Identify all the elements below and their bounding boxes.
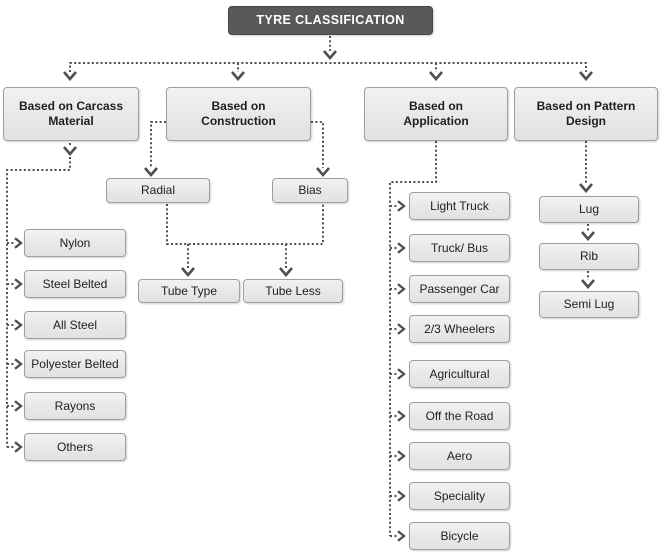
node-tube-type: Tube Type [138, 279, 240, 303]
node-bicycle: Bicycle [409, 522, 510, 550]
arrow-right-icon [397, 200, 406, 212]
dotted-connector-line [150, 121, 166, 168]
node-based-on-application: Based on Application [364, 87, 508, 141]
node-bias: Bias [272, 178, 348, 203]
node-truck-bus: Truck/ Bus [409, 234, 510, 262]
arrow-down-icon [581, 231, 595, 241]
node-based-on-pattern-design: Based on Pattern Design [514, 87, 658, 141]
node-radial: Radial [106, 178, 210, 203]
node-nylon: Nylon [24, 229, 126, 257]
arrow-down-icon [63, 146, 77, 156]
node-polyester-belted: Polyester Belted [24, 350, 126, 378]
dotted-connector-line [311, 121, 324, 168]
arrow-right-icon [14, 441, 23, 453]
node-lug: Lug [539, 196, 639, 223]
arrow-right-icon [397, 283, 406, 295]
dotted-connector-line [389, 141, 437, 536]
arrow-down-icon [63, 71, 77, 81]
node-passenger-car: Passenger Car [409, 275, 510, 303]
node-agricultural: Agricultural [409, 360, 510, 388]
arrow-down-icon [581, 279, 595, 289]
arrow-down-icon [144, 167, 158, 177]
node-all-steel: All Steel [24, 311, 126, 339]
arrow-right-icon [397, 450, 406, 462]
node-rayons: Rayons [24, 392, 126, 420]
node-tube-less: Tube Less [243, 279, 343, 303]
dotted-connector-line [166, 204, 324, 245]
node-tyre-classification: TYRE CLASSIFICATION [228, 6, 433, 35]
arrow-down-icon [323, 50, 337, 60]
arrow-right-icon [397, 368, 406, 380]
arrow-right-icon [397, 242, 406, 254]
arrow-right-icon [14, 237, 23, 249]
arrow-down-icon [279, 267, 293, 277]
arrow-right-icon [14, 400, 23, 412]
arrow-down-icon [316, 167, 330, 177]
node-rib: Rib [539, 243, 639, 270]
arrow-down-icon [429, 71, 443, 81]
arrow-down-icon [181, 267, 195, 277]
node-based-on-construction: Based on Construction [166, 87, 311, 141]
arrow-down-icon [231, 71, 245, 81]
arrow-right-icon [397, 490, 406, 502]
arrow-down-icon [579, 71, 593, 81]
node-off-the-road: Off the Road [409, 402, 510, 430]
node-light-truck: Light Truck [409, 192, 510, 220]
arrow-right-icon [397, 323, 406, 335]
node-semi-lug: Semi Lug [539, 291, 639, 318]
node-steel-belted: Steel Belted [24, 270, 126, 298]
node-based-on-carcass-material: Based on Carcass Material [3, 87, 139, 141]
arrow-right-icon [397, 530, 406, 542]
arrow-down-icon [579, 183, 593, 193]
arrow-right-icon [397, 410, 406, 422]
arrow-right-icon [14, 358, 23, 370]
node-others: Others [24, 433, 126, 461]
node-aero: Aero [409, 442, 510, 470]
node-2-3-wheelers: 2/3 Wheelers [409, 315, 510, 343]
dotted-connector-line [6, 157, 71, 447]
node-speciality: Speciality [409, 482, 510, 510]
arrow-right-icon [14, 319, 23, 331]
arrow-right-icon [14, 278, 23, 290]
dotted-connector-line [69, 62, 587, 72]
